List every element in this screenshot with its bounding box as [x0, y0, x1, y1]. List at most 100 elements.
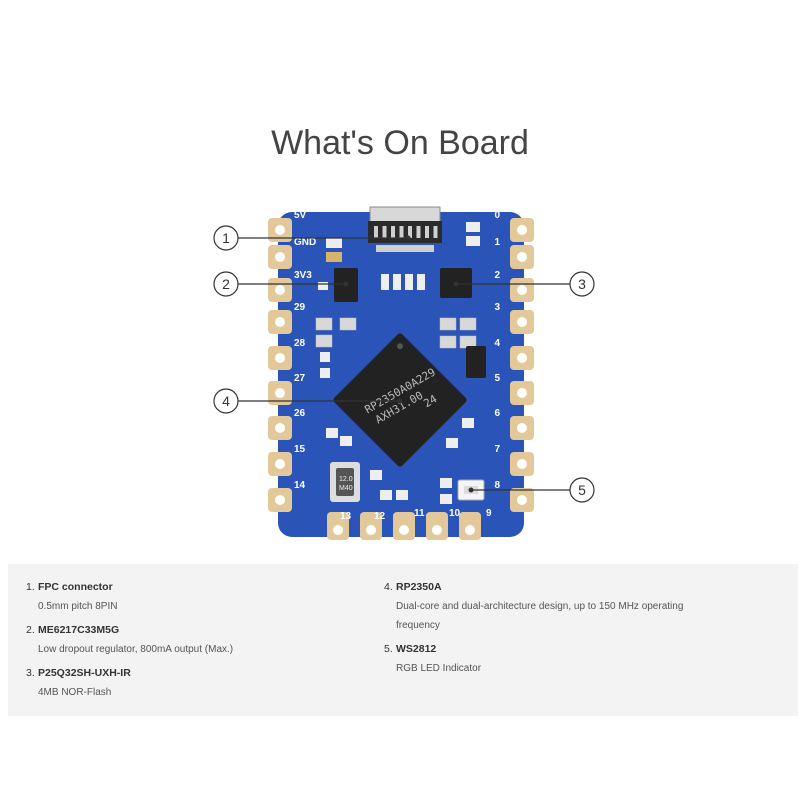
resistor [318, 282, 328, 290]
pad-hole-left [275, 423, 285, 433]
pad-hole-left [275, 317, 285, 327]
pin-label-left: GND [294, 237, 316, 248]
passive-component [440, 494, 452, 504]
callout-dot [405, 235, 411, 241]
spec-description: RGB LED Indicator [396, 663, 482, 674]
spec-name: WS2812 [396, 643, 437, 655]
crystal-marking-text: 12.0 [339, 476, 353, 483]
passive-component [439, 335, 457, 349]
pad-hole-bottom [465, 525, 475, 535]
callout-number: 4 [222, 393, 230, 409]
spec-description-continued: frequency [396, 620, 440, 631]
callout-circle [569, 477, 595, 503]
fpc-pin [433, 226, 438, 238]
fpc-pin [382, 226, 387, 238]
pin-label-left: 5V [294, 210, 307, 221]
pad-hole-right [517, 495, 527, 505]
passive-component [459, 317, 477, 331]
pad-hole-left [275, 285, 285, 295]
passive-component [326, 428, 338, 438]
pin-label-left: 14 [294, 480, 306, 491]
passive-component [462, 418, 474, 428]
pin-label-right: 3 [494, 302, 500, 313]
spec-item-flash: 3.P25Q32SH-UXH-IR 4MB NOR-Flash [26, 664, 356, 702]
fpc-pin [374, 226, 378, 238]
specs-column-left: 1.FPC connector 0.5mm pitch 8PIN 2.ME621… [26, 578, 356, 707]
mcu-pin1-marker [397, 343, 403, 350]
passive-component [320, 368, 330, 378]
passive-component [340, 436, 352, 446]
pin-label-bottom: 9 [486, 508, 492, 519]
pad-hole-right [517, 459, 527, 469]
pin-label-left: 29 [294, 302, 306, 313]
spec-number: 5. [384, 643, 393, 655]
pin-label-left: 27 [294, 373, 306, 384]
pad-hole-left [275, 388, 285, 398]
pad-hole-right [517, 225, 527, 235]
callout-circle [213, 388, 239, 414]
spec-item-fpc-connector: 1.FPC connector 0.5mm pitch 8PIN [26, 578, 356, 616]
pad-hole-bottom [432, 525, 442, 535]
pin-label-bottom: 12 [374, 511, 386, 522]
callout-dot [468, 487, 474, 493]
pad-hole-right [517, 388, 527, 398]
pin-label-right: 6 [494, 408, 500, 419]
callout-number: 2 [222, 276, 230, 292]
spec-description: Dual-core and dual-architecture design, … [396, 601, 684, 612]
callout-circle [213, 271, 239, 297]
spec-item-regulator: 2.ME6217C33M5G Low dropout regulator, 80… [26, 621, 356, 659]
spec-item-led: 5.WS2812 RGB LED Indicator [384, 640, 714, 678]
passive-component [405, 274, 413, 290]
fpc-pin [399, 226, 404, 238]
pad-hole-bottom [333, 525, 343, 535]
inductor [466, 346, 486, 378]
pin-label-left: 3V3 [294, 270, 312, 281]
fpc-pin [391, 226, 395, 238]
spec-description: 0.5mm pitch 8PIN [38, 601, 118, 612]
passive-component [393, 274, 401, 290]
pin-label-bottom: 13 [340, 511, 352, 522]
pad-hole-bottom [366, 525, 376, 535]
passive-component [370, 470, 382, 480]
passive-component [380, 490, 392, 500]
pad-hole-left [275, 353, 285, 363]
capacitor [326, 252, 342, 262]
pad-hole-left [275, 459, 285, 469]
callout-number: 3 [578, 276, 586, 292]
chip-marking-text: 29 [420, 366, 438, 384]
pad-hole-right [517, 252, 527, 262]
spec-number: 2. [26, 624, 35, 636]
specs-column-right: 4.RP2350A Dual-core and dual-architectur… [384, 578, 714, 683]
passive-component [315, 334, 333, 348]
pin-label-bottom: 11 [414, 508, 425, 519]
spec-item-mcu: 4.RP2350A Dual-core and dual-architectur… [384, 578, 714, 635]
capacitor [466, 236, 480, 246]
spec-number: 1. [26, 581, 35, 593]
spec-description: 4MB NOR-Flash [38, 687, 112, 698]
callout-circle [569, 271, 595, 297]
spec-number: 4. [384, 581, 393, 593]
passive-component [446, 438, 458, 448]
passive-component [439, 317, 457, 331]
crystal-marking-text: M40 [339, 485, 353, 492]
chip-marking-text: 24 [421, 392, 439, 410]
fpc-contact-strip [376, 245, 434, 252]
spec-name: ME6217C33M5G [38, 624, 120, 636]
fpc-connector-housing [369, 206, 441, 223]
passive-component [440, 478, 452, 488]
pin-label-right: 5 [494, 373, 500, 384]
pad-hole-left [275, 495, 285, 505]
pin-label-right: 8 [494, 480, 500, 491]
capacitor [466, 222, 480, 232]
passive-component [339, 317, 357, 331]
fpc-connector-body [368, 221, 442, 243]
pad-hole-right [517, 353, 527, 363]
capacitor [326, 238, 342, 248]
callout-dot [397, 398, 403, 404]
page-title: What's On Board [271, 124, 529, 162]
callout-dot [453, 281, 459, 287]
pin-label-right: 0 [494, 210, 500, 221]
callout-number: 5 [578, 482, 586, 498]
